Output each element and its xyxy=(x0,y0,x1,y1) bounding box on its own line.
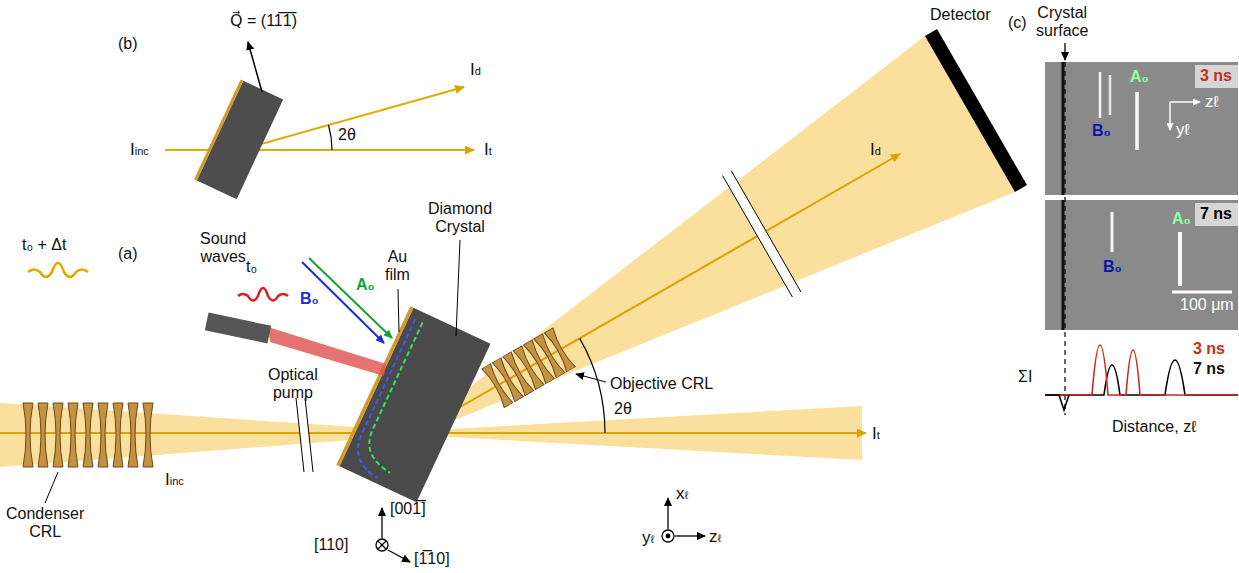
pump-label: Optical pump xyxy=(268,366,318,403)
detector-label: Detector xyxy=(930,6,990,24)
leader-line xyxy=(398,289,399,332)
time-tag: 7 ns xyxy=(1195,203,1238,226)
time-label: 3 ns xyxy=(1200,67,1233,85)
leader-line xyxy=(576,374,606,382)
crystal-label: Diamond Crystal xyxy=(428,200,492,237)
time-label: 7 ns xyxy=(1200,205,1233,223)
intensity-label: ΣI xyxy=(1018,368,1032,386)
peak-label: A₀ xyxy=(1130,68,1149,86)
mode-label: A₀ xyxy=(356,276,375,294)
beam-label: Id xyxy=(470,60,481,80)
lab-axes xyxy=(662,498,705,542)
vector-label: Q⃗ = (11̅1̅) xyxy=(230,12,297,30)
leader-line xyxy=(456,240,460,336)
angle-label: 2θ xyxy=(338,126,356,144)
peak-label: A₀ xyxy=(1172,210,1191,228)
axis-label: yℓ xyxy=(642,528,654,548)
detector-bar xyxy=(925,29,1027,192)
axis-label: [001̅] xyxy=(390,500,426,518)
beam-label: Id xyxy=(870,140,881,160)
imaging-panels xyxy=(1045,43,1238,415)
surface-label: Crystal surface xyxy=(1036,4,1088,41)
x-ray-beams xyxy=(0,36,1015,472)
pulse-label: t₀ + Δt xyxy=(22,236,66,254)
sound-arrow xyxy=(309,258,392,338)
lens-label: Condenser CRL xyxy=(6,505,84,542)
beam-label: Iinc xyxy=(165,470,184,490)
beam-label: It xyxy=(872,424,880,444)
axis-label: zℓ xyxy=(709,527,721,547)
peak-label: B₀ xyxy=(1103,258,1122,276)
image-panel: A₀ B₀ zℓyℓ 3 ns xyxy=(1045,62,1238,195)
condenser-lens-stack xyxy=(23,403,153,467)
diamond-crystal xyxy=(336,306,490,502)
trace-label: 3 ns xyxy=(1193,340,1225,358)
objective-lens-stack xyxy=(482,328,575,408)
lens-label: Objective CRL xyxy=(610,375,713,393)
angle-label: 2θ xyxy=(614,400,632,418)
peak-label: B₀ xyxy=(1092,122,1111,140)
pulse-label: t₀ xyxy=(246,258,257,276)
trace-label: 7 ns xyxy=(1193,360,1225,378)
probe-pulse xyxy=(28,263,88,277)
axis-label: yℓ xyxy=(1176,120,1190,140)
angle-arc xyxy=(580,338,605,433)
axis-label: [1̅10] xyxy=(414,550,450,568)
time-tag: 3 ns xyxy=(1195,65,1238,88)
axis-label: zℓ xyxy=(1205,92,1219,112)
panel-label: (b) xyxy=(118,35,138,53)
image-panel: A₀ B₀ 100 μm 7 ns xyxy=(1045,200,1238,330)
axis-label: Distance, zℓ xyxy=(1112,418,1196,436)
film-label: Au film xyxy=(385,248,410,285)
axis-label: [110] xyxy=(314,536,348,554)
panel-label: (c) xyxy=(1008,14,1027,32)
optical-pump xyxy=(205,288,386,376)
mode-label: B₀ xyxy=(300,290,319,308)
wave-label: Sound waves xyxy=(200,230,246,267)
beam-label: It xyxy=(484,140,492,160)
axis-label: xℓ xyxy=(676,484,688,504)
leader-line xyxy=(45,472,58,503)
panel-label: (a) xyxy=(118,245,138,263)
scale-label: 100 μm xyxy=(1180,296,1234,314)
panel-b-sketch xyxy=(165,42,474,199)
beam-label: Iinc xyxy=(130,140,149,160)
